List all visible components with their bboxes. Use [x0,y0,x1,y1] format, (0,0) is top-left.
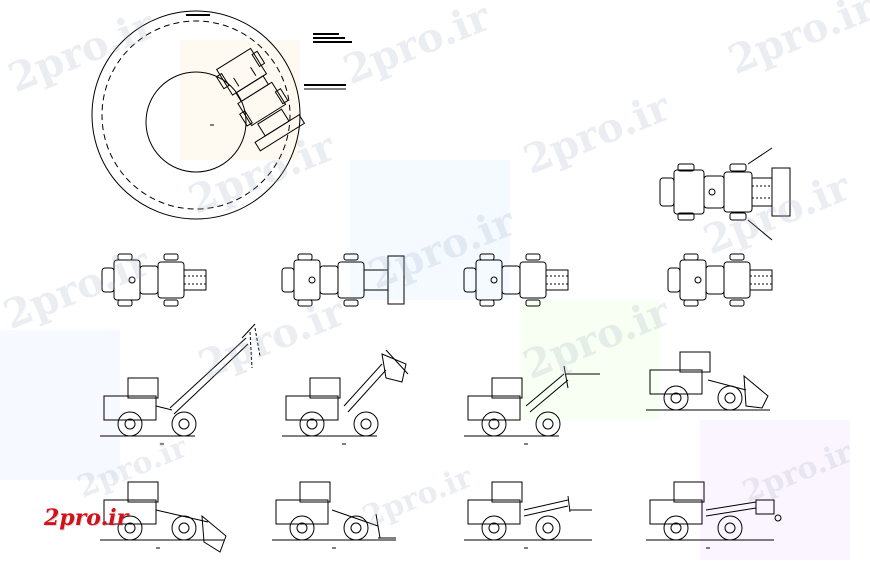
title-block-text-bars [304,33,352,90]
plan-view-3 [463,253,569,307]
elevation-forks-lowered [272,481,396,549]
plan-view-1 [101,253,207,307]
elevation-row-2 [100,481,782,553]
elevation-row-1 [100,323,770,445]
plan-view-large [659,147,791,241]
elevation-bucket-raised [282,349,409,445]
site-logo: 2pro.ir [44,505,129,531]
elevation-crane-jib [100,323,261,445]
plan-view-4 [667,253,773,307]
elevation-forks-raised [464,365,600,445]
elevation-bucket-lowered [646,351,770,411]
elevation-forks-extended [464,481,592,549]
elevation-bucket-dump [100,481,227,553]
turning-circle-plan [91,10,352,220]
elevation-sweeper [646,481,782,549]
plan-view-2 [281,253,405,307]
background-tint [0,40,850,560]
plan-view-row [101,253,773,307]
turning-loader-plan [215,47,306,152]
